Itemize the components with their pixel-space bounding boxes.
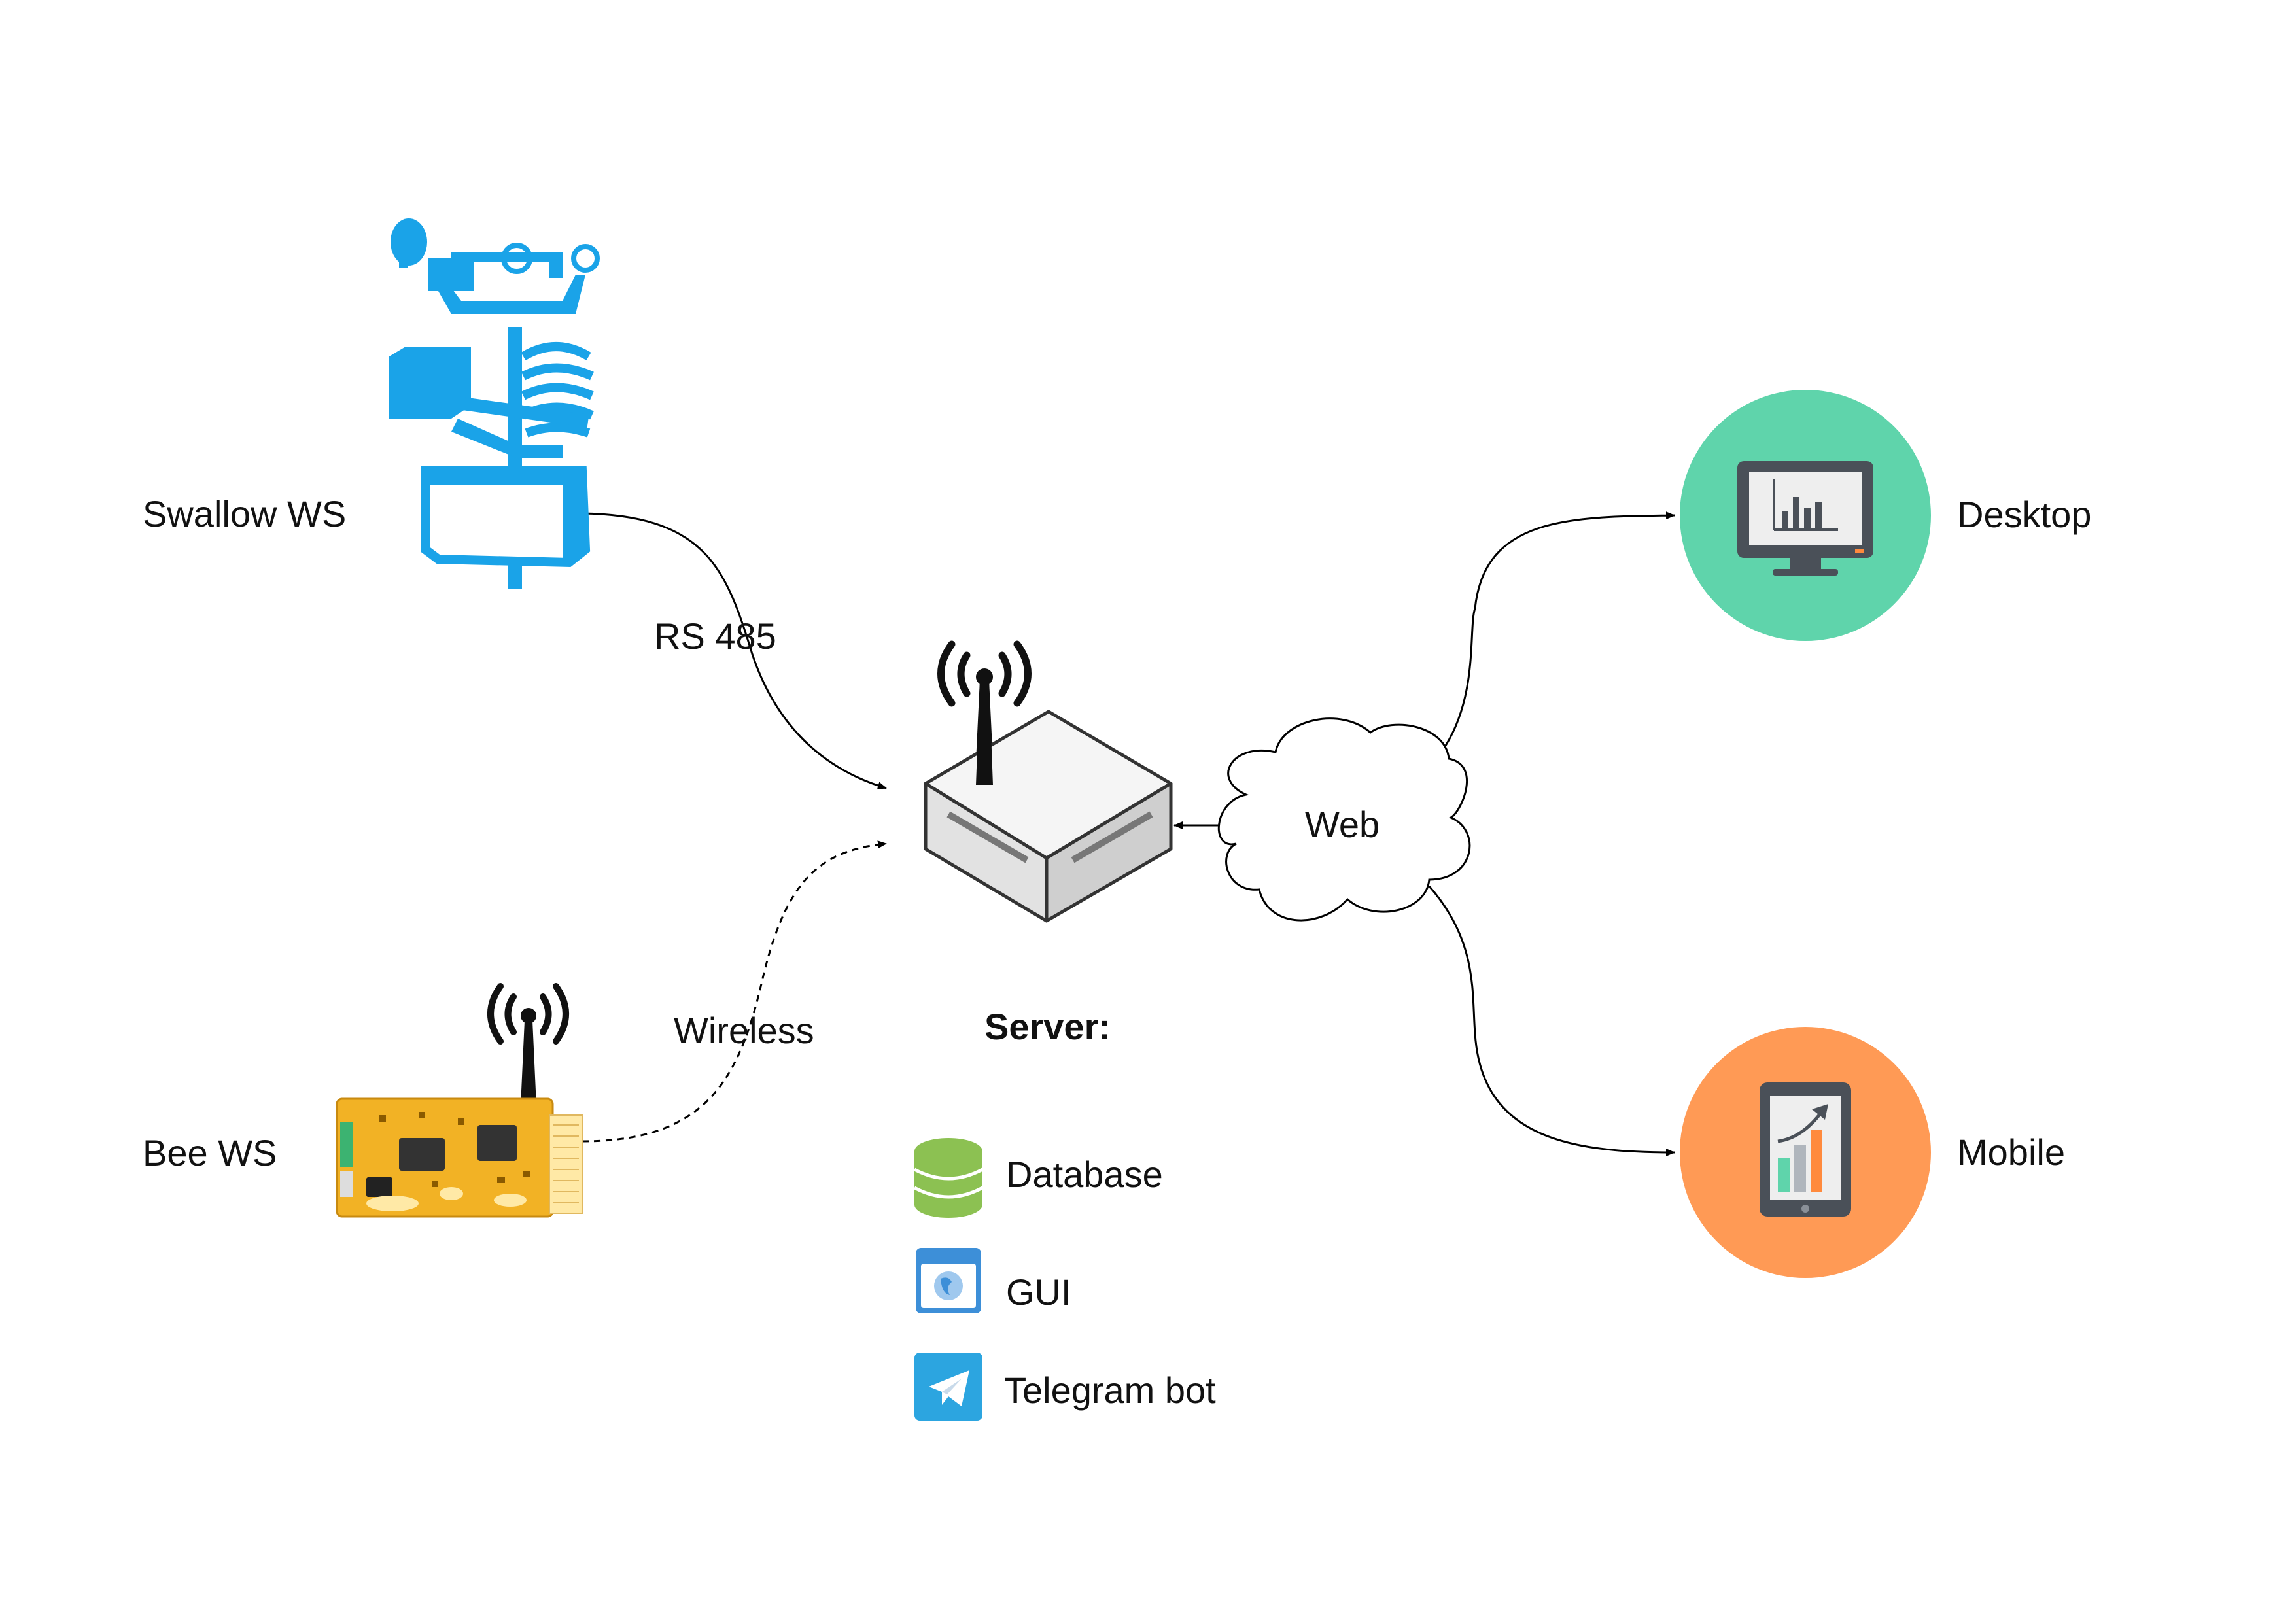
telegram-icon	[914, 1353, 982, 1421]
server-item-database-label: Database	[1006, 1154, 1163, 1195]
edge-swallow-to-server	[575, 512, 887, 790]
server-box-icon	[924, 640, 1173, 923]
server-title: Server:	[984, 1006, 1111, 1047]
web-cloud-icon	[1217, 717, 1471, 922]
desktop-node-icon	[1680, 390, 1931, 641]
server-antenna-icon	[937, 640, 1032, 707]
edge-web-to-mobile	[1428, 886, 1675, 1156]
swallow-ws-label: Swallow WS	[143, 493, 347, 534]
server-item-telegram-label: Telegram bot	[1004, 1370, 1216, 1411]
wireless-edge-label: Wireless	[674, 1010, 814, 1051]
edge-web-to-desktop	[1444, 511, 1675, 746]
weather-station-icon	[389, 218, 600, 589]
rs485-edge-label: RS 485	[654, 615, 776, 657]
server-item-gui-label: GUI	[1006, 1271, 1071, 1313]
desktop-label: Desktop	[1957, 494, 2092, 535]
mobile-label: Mobile	[1957, 1132, 2065, 1173]
edge-bee-to-server	[582, 840, 887, 1143]
web-cloud-label: Web	[1305, 804, 1380, 845]
tablet-growth-chart-icon	[1760, 1082, 1851, 1217]
bee-ws-label: Bee WS	[143, 1132, 277, 1173]
monitor-chart-icon	[1737, 461, 1873, 576]
mobile-node-icon	[1680, 1027, 1931, 1278]
database-icon	[913, 1138, 984, 1218]
bee-antenna-icon	[487, 983, 569, 1045]
bee-board-icon	[336, 983, 583, 1218]
browser-window-icon	[916, 1248, 981, 1313]
